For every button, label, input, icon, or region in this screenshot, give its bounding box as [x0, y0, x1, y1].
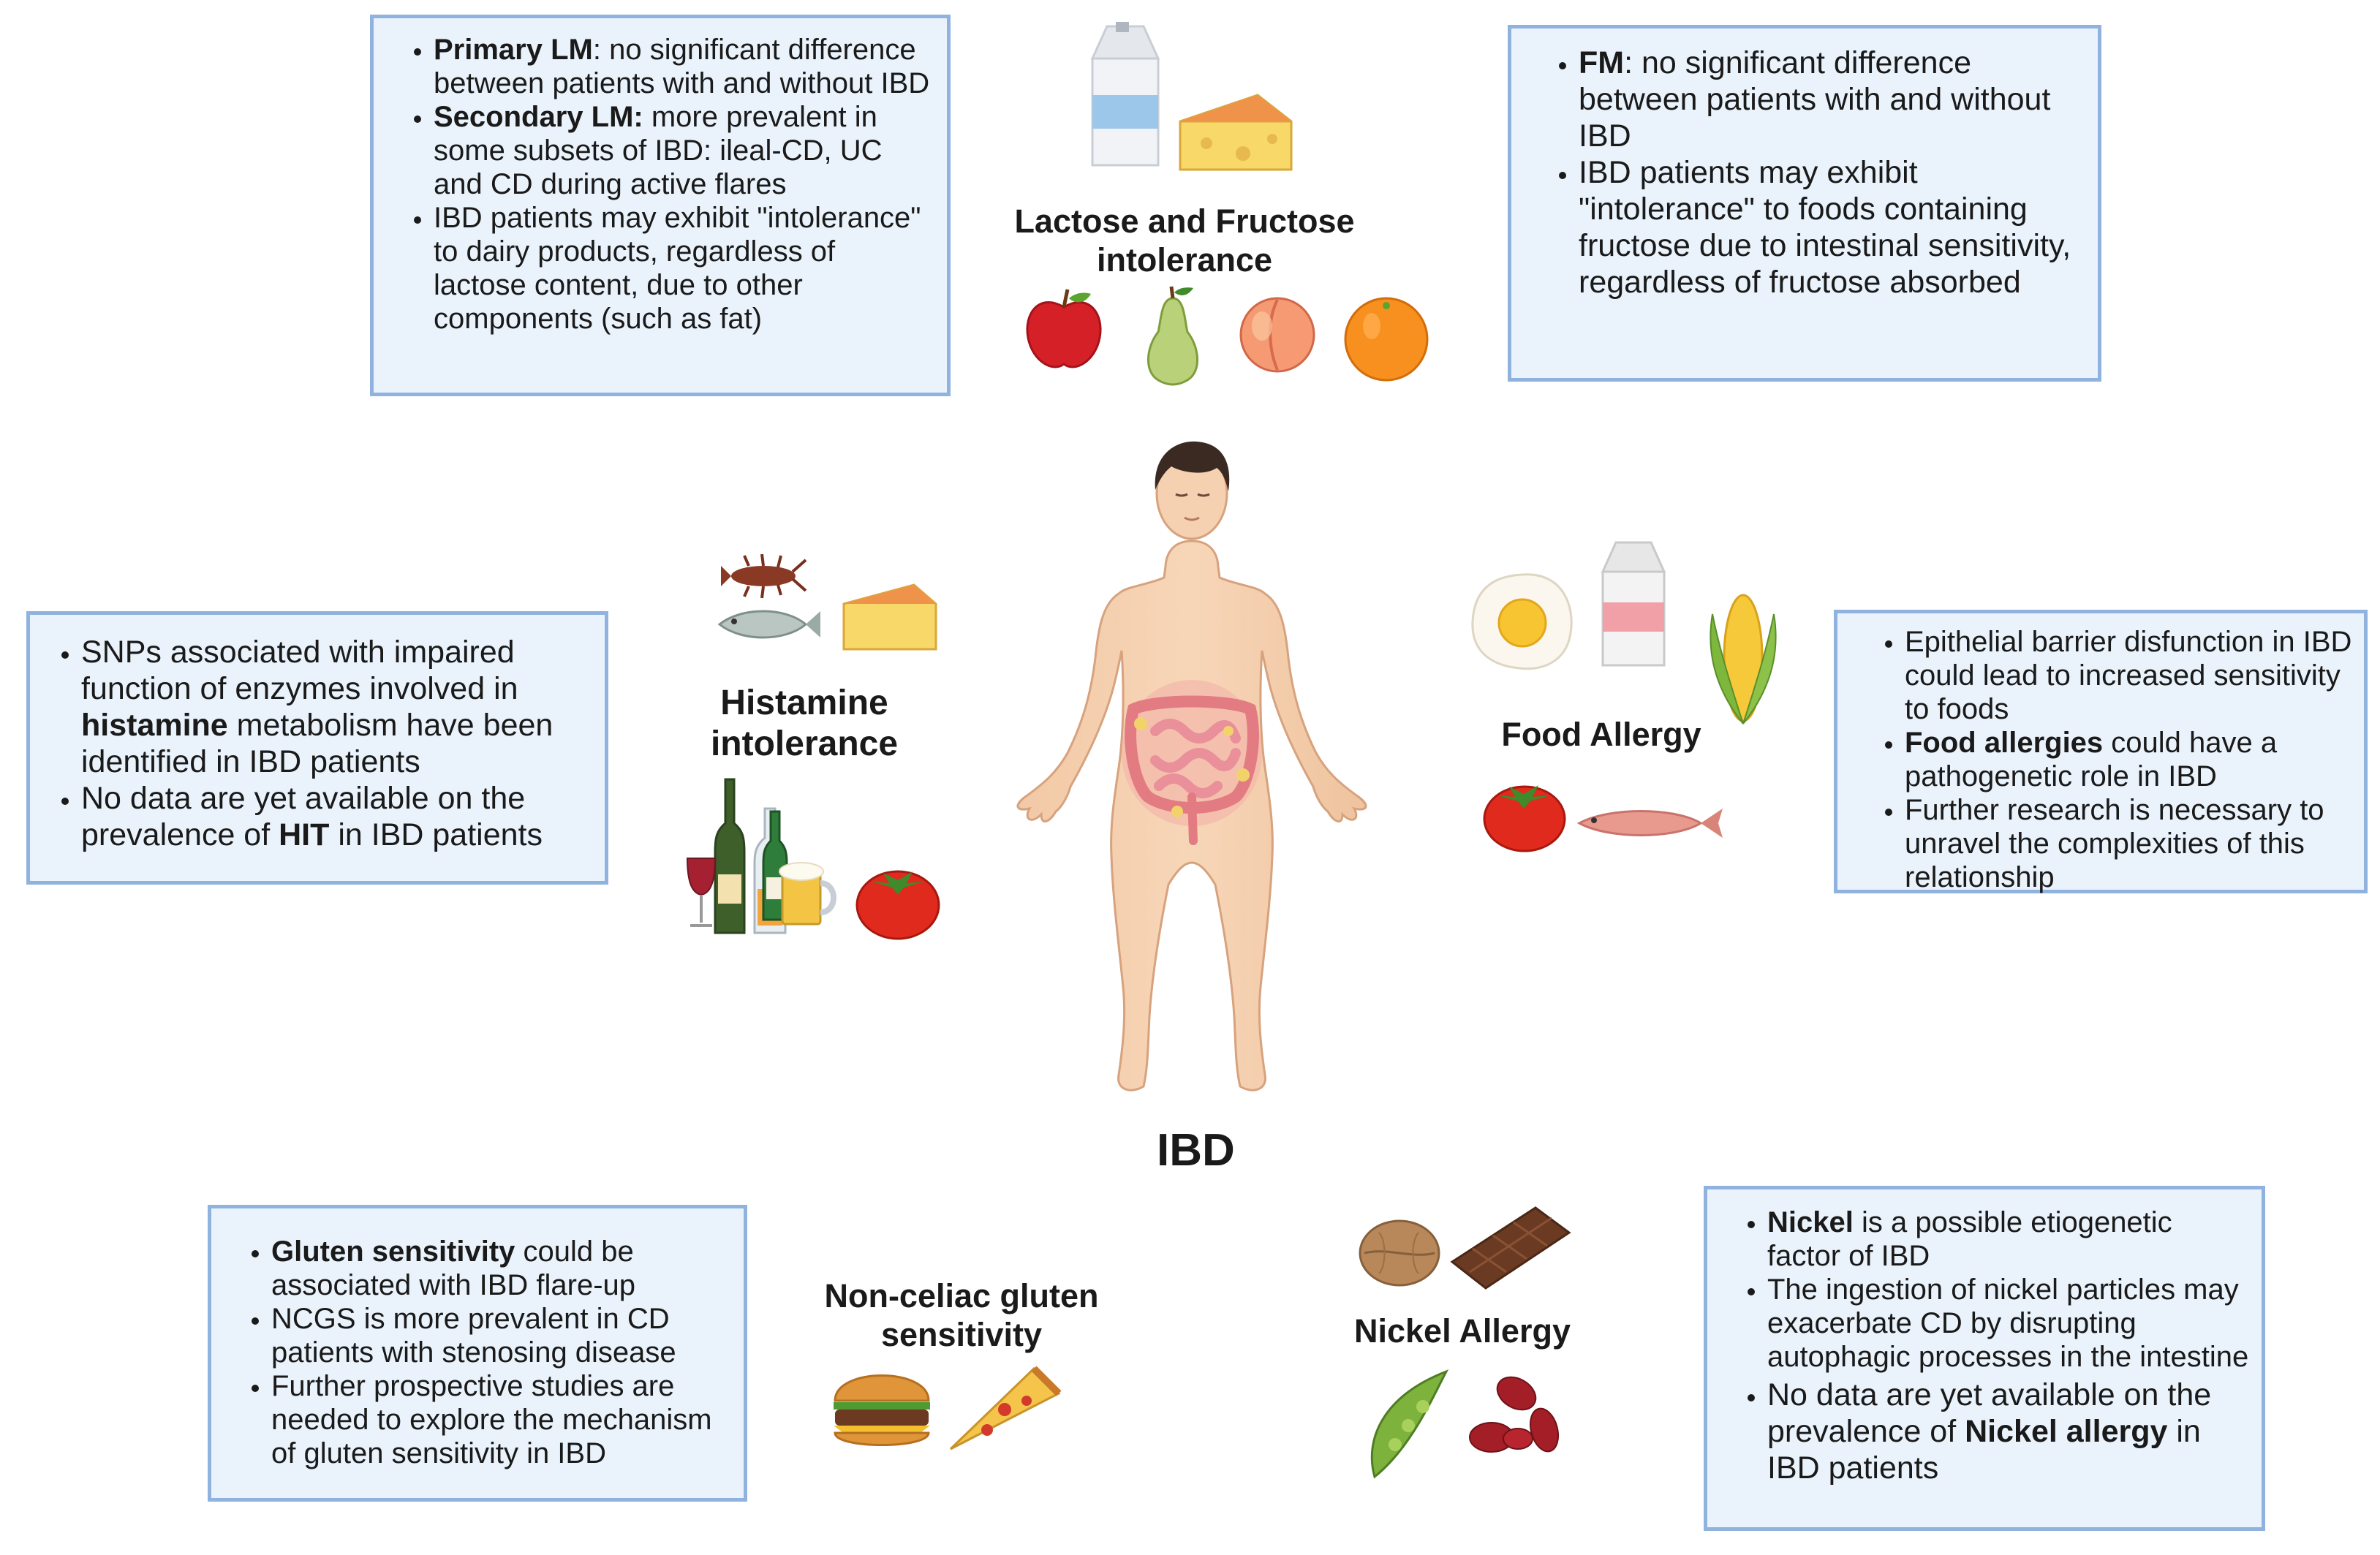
- pizza-slice-icon: [949, 1366, 1062, 1450]
- cheese-icon: [842, 583, 937, 651]
- gluten-info-list: Gluten sensitivity could be associated w…: [211, 1235, 744, 1470]
- food-allergy-label: Food Allergy: [1501, 716, 1701, 753]
- fructose-info-list: FM: no significant difference between pa…: [1511, 45, 2098, 300]
- histamine-info-list: SNPs associated with impaired function o…: [30, 634, 605, 853]
- pea-pod-icon: [1370, 1369, 1449, 1479]
- walnut-icon: [1359, 1219, 1440, 1287]
- list-item: IBD patients may exhibit "intolerance" t…: [434, 201, 932, 336]
- center-label: IBD: [1157, 1125, 1235, 1176]
- tomato-icon: [855, 870, 940, 940]
- list-item: SNPs associated with impaired function o…: [81, 634, 590, 780]
- ncgs-label: Non-celiac gluten sensitivity: [824, 1277, 1099, 1353]
- human-body-icon: [1016, 441, 1367, 1091]
- tomato-icon: [1483, 785, 1566, 852]
- pear-icon: [1147, 286, 1198, 386]
- list-item: Nickel is a possible etiogenetic factor …: [1767, 1206, 2251, 1273]
- milk-carton-icon: [1601, 541, 1666, 667]
- apple-icon: [1026, 289, 1102, 368]
- wine-glass-icon: [686, 858, 717, 927]
- list-item: IBD patients may exhibit "intolerance" t…: [1579, 154, 2076, 300]
- orange-icon: [1344, 297, 1429, 382]
- list-item: Further research is necessary to unravel…: [1905, 793, 2358, 894]
- fish-icon: [717, 610, 820, 639]
- corn-icon: [1710, 594, 1777, 724]
- lactose-info-box: Primary LM: no significant difference be…: [370, 15, 951, 396]
- nickel-info-box: Nickel is a possible etiogenetic factor …: [1704, 1186, 2265, 1531]
- list-item: Secondary LM: more prevalent in some sub…: [434, 100, 932, 201]
- histamine-info-box: SNPs associated with impaired function o…: [26, 611, 608, 885]
- list-item: Gluten sensitivity could be associated w…: [271, 1235, 735, 1302]
- food-allergy-info-box: Epithelial barrier disfunction in IBD co…: [1834, 610, 2368, 893]
- list-item: NCGS is more prevalent in CD patients wi…: [271, 1302, 735, 1369]
- bottle-icon: [762, 810, 788, 921]
- milk-carton-icon: [1090, 22, 1160, 167]
- lactose-fructose-label: Lactose and Fructose intolerance: [1014, 203, 1355, 279]
- list-item: Food allergies could have a pathogenetic…: [1905, 726, 2358, 793]
- gluten-info-box: Gluten sensitivity could be associated w…: [208, 1205, 747, 1502]
- nickel-allergy-label: Nickel Allergy: [1354, 1312, 1571, 1350]
- salmon-icon: [1576, 809, 1723, 838]
- burger-icon: [834, 1374, 930, 1446]
- chocolate-icon: [1450, 1206, 1571, 1290]
- cheese-icon: [1179, 94, 1293, 171]
- list-item: Further prospective studies are needed t…: [271, 1369, 735, 1470]
- list-item: The ingestion of nickel particles may ex…: [1767, 1273, 2251, 1374]
- intestine-icon: [1122, 680, 1262, 845]
- histamine-label: Histamine intolerance: [710, 684, 899, 763]
- peach-icon: [1239, 297, 1315, 373]
- food-allergy-info-list: Epithelial barrier disfunction in IBD co…: [1837, 625, 2364, 894]
- beer-mug-icon: [779, 862, 836, 926]
- list-item: No data are yet available on the prevale…: [1767, 1377, 2251, 1486]
- crayfish-icon: [721, 553, 807, 599]
- fructose-info-box: FM: no significant difference between pa…: [1508, 25, 2101, 382]
- list-item: FM: no significant difference between pa…: [1579, 45, 2076, 154]
- nickel-info-list: Nickel is a possible etiogenetic factor …: [1707, 1206, 2262, 1486]
- beans-icon: [1469, 1376, 1560, 1453]
- list-item: Primary LM: no significant difference be…: [434, 33, 932, 100]
- list-item: Epithelial barrier disfunction in IBD co…: [1905, 625, 2358, 726]
- list-item: No data are yet available on the prevale…: [81, 780, 590, 853]
- lactose-info-list: Primary LM: no significant difference be…: [374, 33, 947, 336]
- egg-icon: [1471, 573, 1573, 670]
